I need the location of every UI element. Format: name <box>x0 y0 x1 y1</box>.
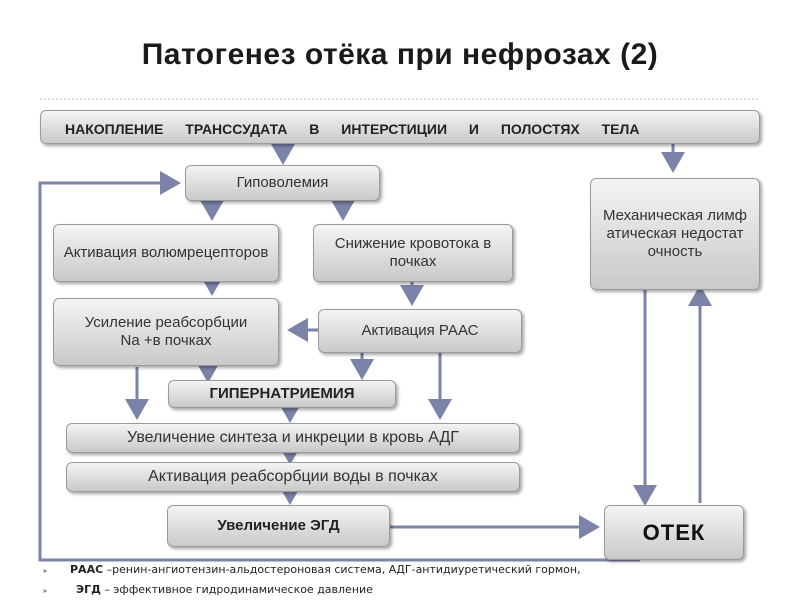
box-water-reabsorption: Активация реабсорбции воды в почках <box>66 462 520 492</box>
banner-transudate: НАКОПЛЕНИЕ ТРАНССУДАТА В ИНТЕРСТИЦИИ И П… <box>40 110 760 144</box>
footer-text-2: – эффективное гидродинамическое давление <box>100 583 373 596</box>
box-edema: ОТЕК <box>604 505 744 560</box>
box-egd: Увеличение ЭГД <box>167 505 390 547</box>
box-hypovolemia: Гиповолемия <box>185 165 380 201</box>
footer-line-2: ЭГД – эффективное гидродинамическое давл… <box>76 583 373 596</box>
footer-text-1: –ренин-ангиотензин-альдостероновая систе… <box>103 563 581 576</box>
box-na-reabsorption: Усиление реабсорбции Na +в почках <box>53 298 279 366</box>
footer-bullet-2-icon: ‣ <box>42 586 49 598</box>
box-volumereceptors: Активация волюмрецепторов <box>53 224 279 282</box>
box-hypernatremia: ГИПЕРНАТРИЕМИЯ <box>168 380 396 408</box>
box-mechanical-lymph: Механическая лимфатическая недостаточнос… <box>590 178 760 290</box>
footer-abbr-egd: ЭГД <box>76 583 101 596</box>
box-raas: Активация РААС <box>318 309 522 353</box>
footer-abbr-raas: РААС <box>70 563 104 576</box>
diagram-title: Патогенез отёка при нефрозах (2) <box>141 38 659 71</box>
box-renal-flow: Снижение кровотока в почках <box>313 224 513 282</box>
footer-line-1: РААС –ренин-ангиотензин-альдостероновая … <box>70 563 581 576</box>
footer-bullet-1-icon: ‣ <box>42 566 49 578</box>
box-adh: Увеличение синтеза и инкреции в кровь АД… <box>66 423 520 453</box>
